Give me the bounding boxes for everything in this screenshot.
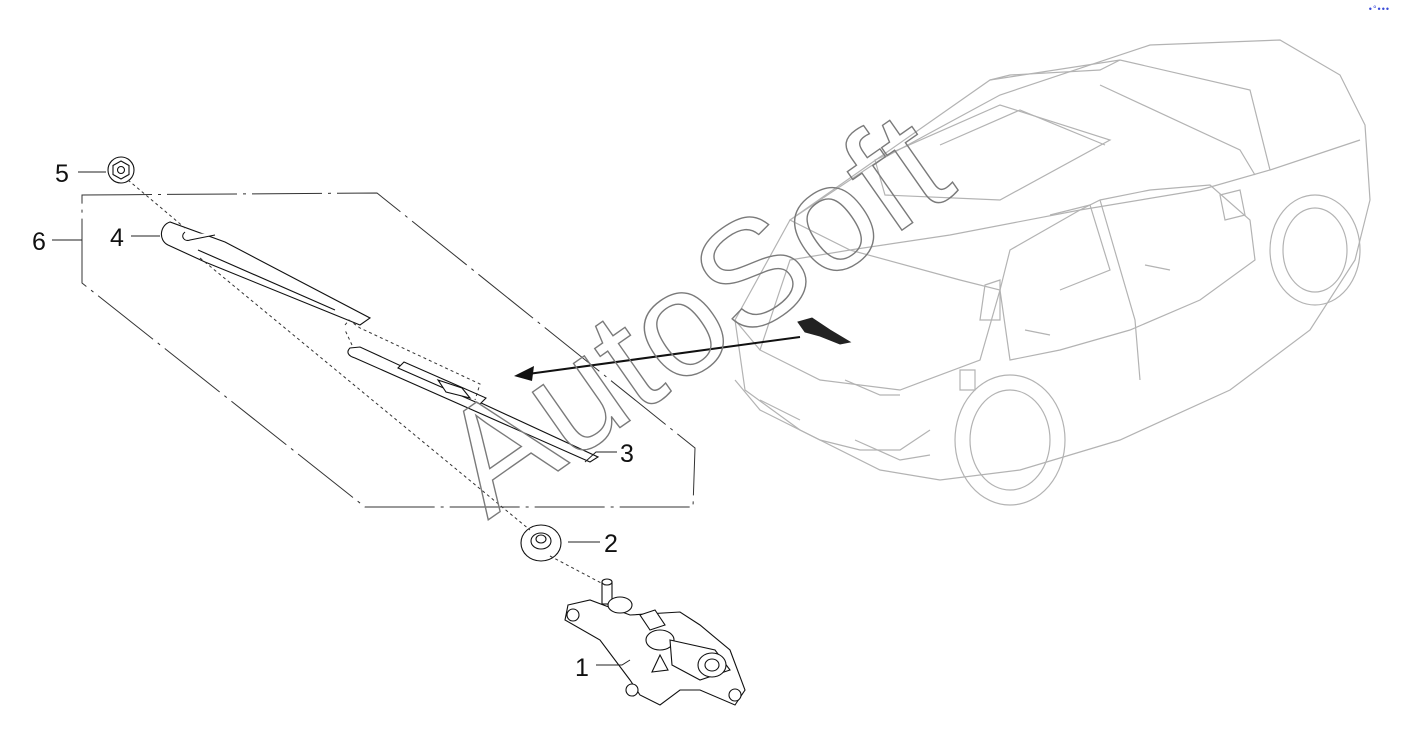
callout-2: 2 — [604, 530, 618, 558]
part-4-wiper-arm — [160, 221, 372, 326]
part-2-grommet — [520, 524, 562, 562]
rear-wiper-location-mark — [797, 317, 852, 345]
callout-5: 5 — [55, 160, 69, 188]
leader-lines — [52, 171, 631, 666]
callout-1: 1 — [575, 654, 589, 682]
part-1-wiper-motor — [564, 578, 746, 706]
assembly-boundary-6 — [81, 192, 696, 508]
part-5-nut — [107, 156, 135, 184]
callout-4: 4 — [110, 224, 124, 252]
alignment-lines — [127, 179, 606, 586]
location-pointer-arrow — [514, 336, 801, 381]
callout-6: 6 — [32, 228, 46, 256]
callout-3: 3 — [620, 440, 634, 468]
vehicle-outline — [734, 39, 1371, 506]
corner-mark: •°••• — [1368, 4, 1390, 14]
part-3-wiper-blade — [347, 346, 600, 463]
